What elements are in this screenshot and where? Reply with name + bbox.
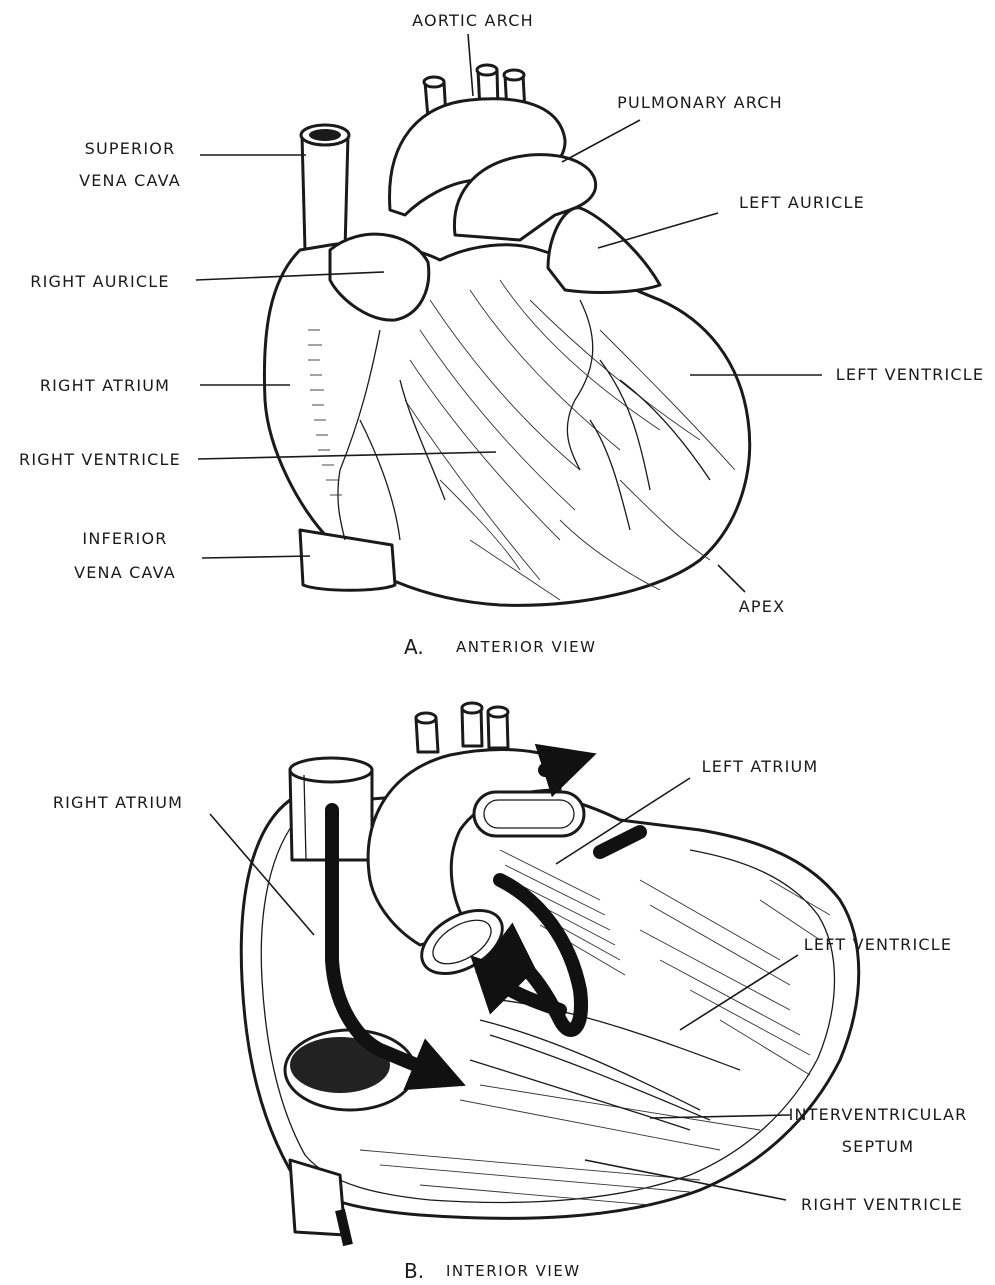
anterior-view-illustration [264,65,749,605]
ivc-dark-stub [340,1210,348,1245]
pulmonary-vessel-cut [474,792,584,836]
superior-vena-cava-shape [302,135,348,250]
label-b-left-atrium: LEFT ATRIUM [702,757,819,776]
leader-aortic-arch [468,34,473,96]
caption-a-letter: A. [404,635,424,659]
label-b-right-ventricle: RIGHT VENTRICLE [801,1195,963,1214]
label-left-auricle: LEFT AURICLE [739,193,865,212]
label-inferior-vena-cava-line1: INFERIOR [82,529,167,548]
svc-lumen [309,129,341,141]
interior-view-illustration [241,703,858,1245]
label-superior-vena-cava-line1: SUPERIOR [85,139,176,158]
label-superior-vena-cava-line2: VENA CAVA [79,171,181,190]
caption-b-letter: B. [404,1259,424,1283]
label-left-ventricle: LEFT VENTRICLE [836,365,984,384]
label-b-left-ventricle: LEFT VENTRICLE [804,935,952,954]
label-inferior-vena-cava-line2: VENA CAVA [74,563,176,582]
leader-pulmonary-arch [562,120,640,162]
label-b-right-atrium: RIGHT ATRIUM [53,793,183,812]
label-right-ventricle: RIGHT VENTRICLE [19,450,181,469]
leader-inferior-vena-cava [202,556,310,558]
caption-b-text: INTERIOR VIEW [446,1262,581,1280]
label-right-atrium: RIGHT ATRIUM [40,376,170,395]
leader-apex [718,565,745,592]
label-pulmonary-arch: PULMONARY ARCH [617,93,783,112]
label-b-septum-line2: SEPTUM [842,1137,914,1156]
label-b-septum-line1: INTERVENTRICULAR [789,1105,968,1124]
left-auricle-shape [548,208,660,293]
label-apex: APEX [739,597,785,616]
label-right-auricle: RIGHT AURICLE [30,272,169,291]
label-aortic-arch: AORTIC ARCH [412,11,534,30]
arrow-aorta-out [545,762,570,770]
caption-a-text: ANTERIOR VIEW [456,638,596,656]
